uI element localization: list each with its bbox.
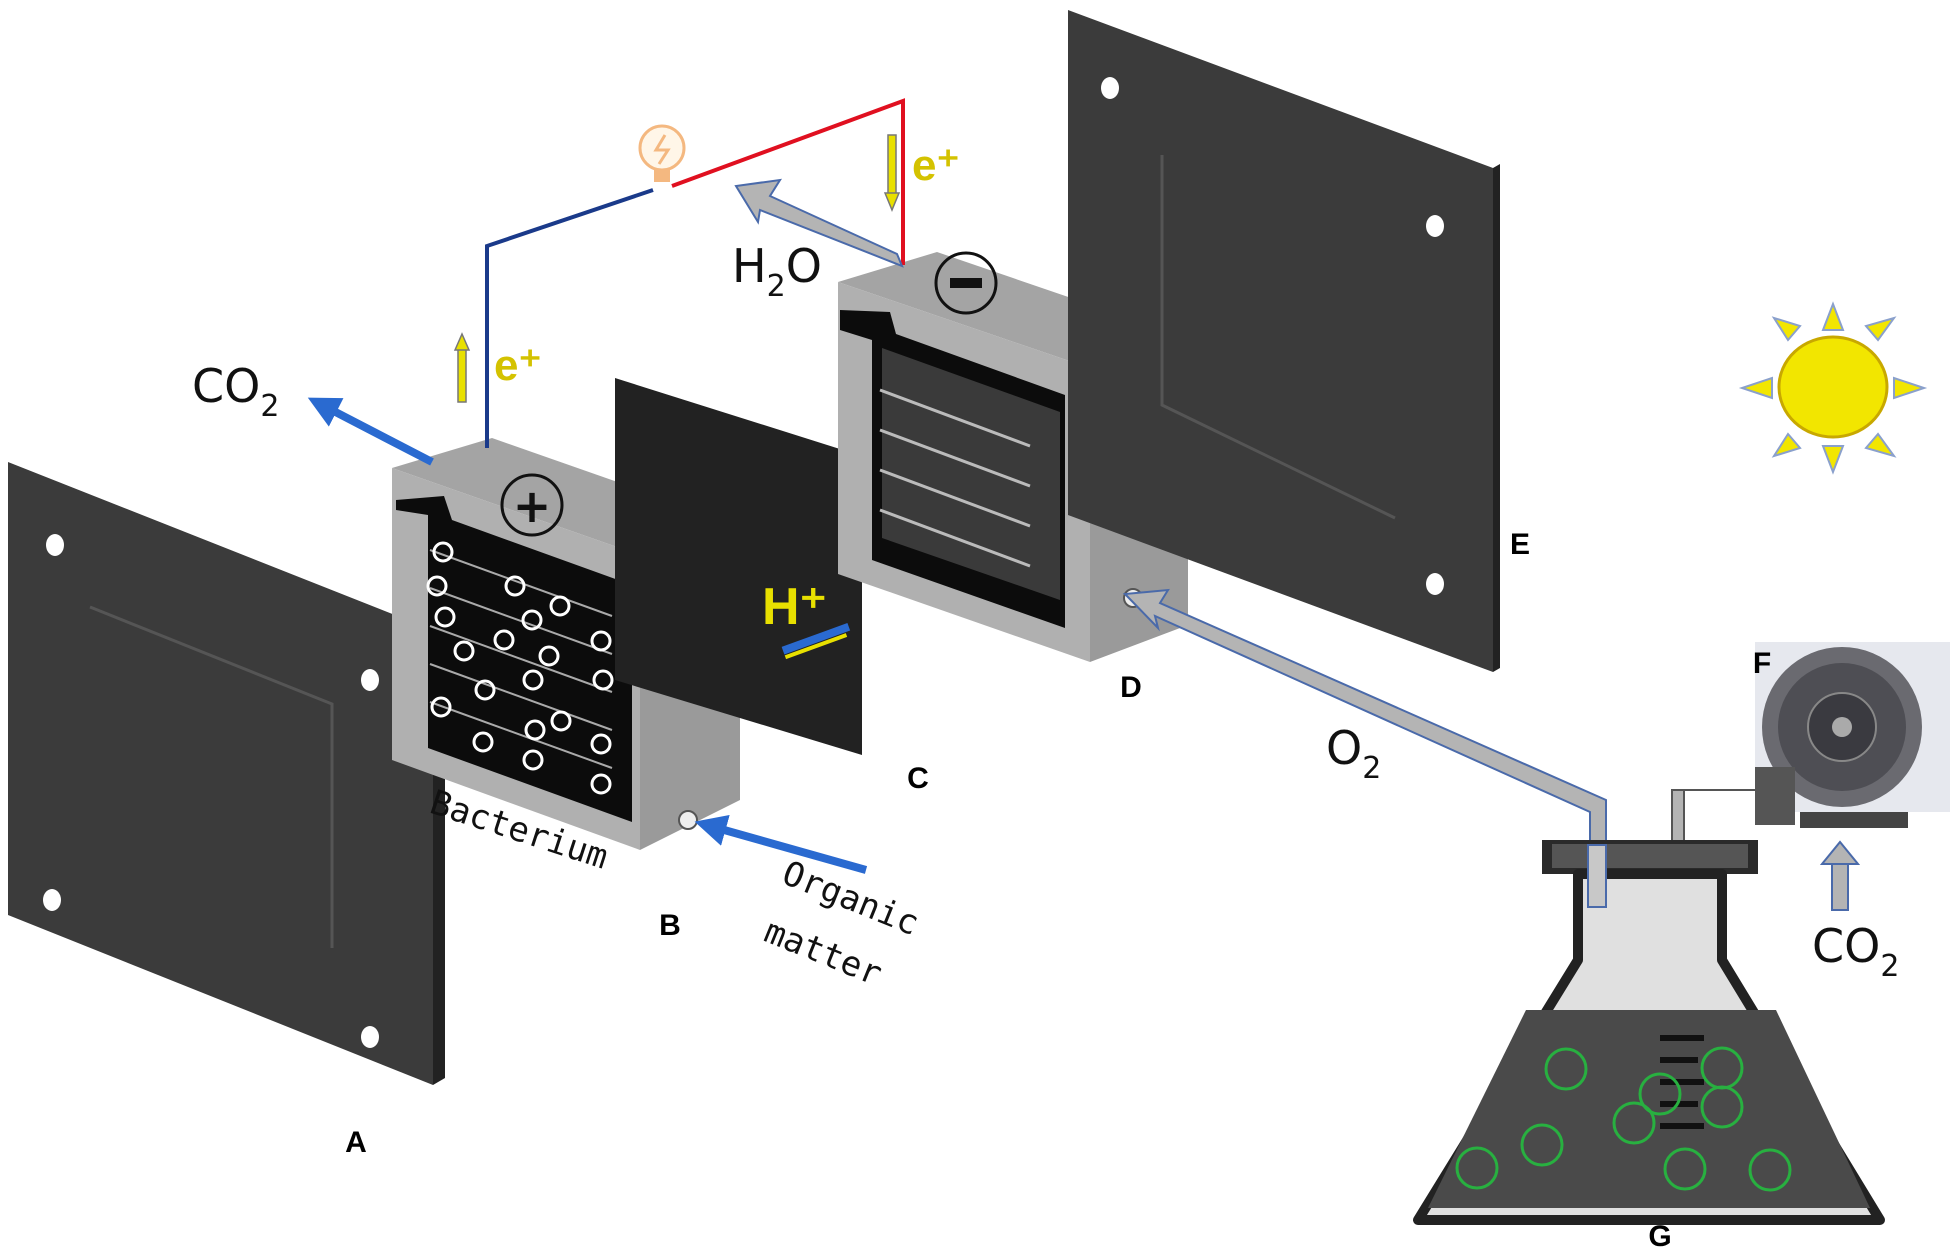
anode-sign-icon: + [500,473,564,537]
label-d: D [1120,671,1142,704]
blower-f [1755,642,1950,828]
flask-g [1413,840,1885,1225]
label-f: F [1753,647,1771,680]
end-plate-a [8,462,445,1085]
label-e: E [1510,528,1530,561]
co2-inlet-arrow-icon [1819,840,1861,911]
o2-pipe-arrow [1122,588,1607,847]
sun-icon [1738,301,1928,475]
h2o-arrow [734,178,904,268]
label-a: A [345,1126,367,1159]
anode-sign: + [513,479,552,533]
electron-label-top: e⁺ [912,141,960,190]
electron-arrow-down-icon [883,134,901,212]
proton-label: H⁺ [762,578,827,636]
o2-label: O2 [1326,721,1381,786]
external-circuit [485,98,905,448]
light-bulb-icon [638,124,686,182]
label-g: G [1648,1220,1671,1248]
co2-top-label: CO2 [192,359,279,424]
electron-arrow-up-icon [453,332,471,403]
end-plate-e [1068,10,1500,672]
membrane-c [615,378,862,755]
h2o-label: H2O [732,239,822,304]
electron-label-left: e⁺ [494,341,542,390]
o2-outlet-tube [1587,844,1607,908]
cathode-sign-icon [934,251,998,315]
co2-right-label: CO2 [1812,919,1899,984]
co2-outlet-arrow [307,397,434,466]
label-b: B [659,909,681,942]
organic-inlet-arrow [694,814,868,874]
label-c: C [907,762,929,795]
